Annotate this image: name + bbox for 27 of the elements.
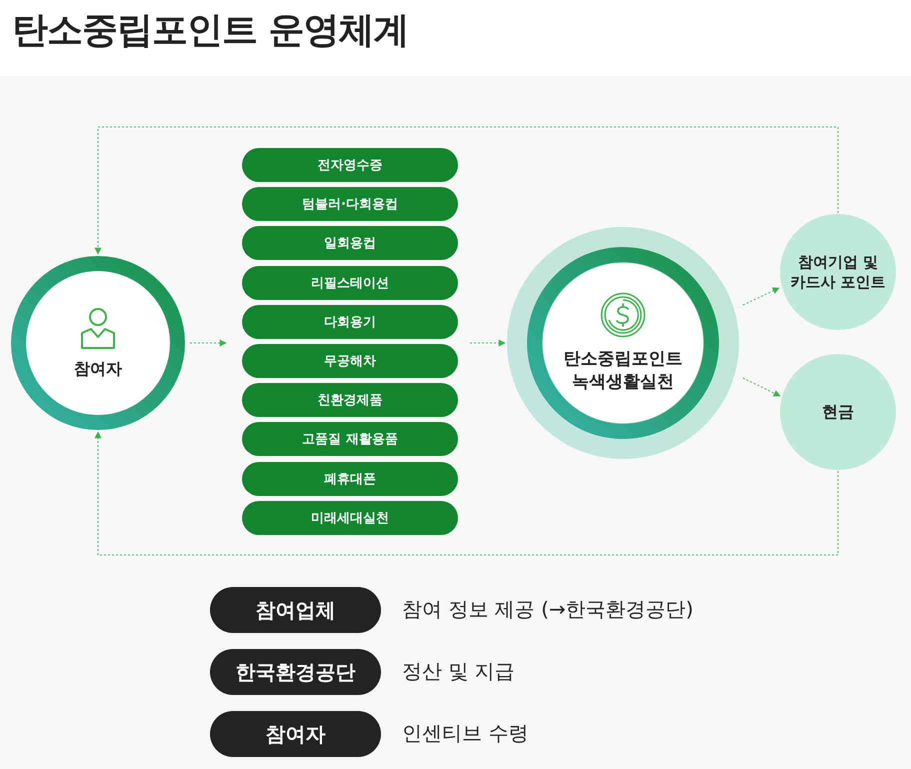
category-pill: 전자영수증 [242, 148, 458, 182]
arrow [742, 378, 781, 396]
category-pill: 고품질 재활용품 [242, 422, 458, 456]
arrow [94, 431, 838, 556]
role-pill: 참여자 [210, 711, 381, 757]
role-pill: 한국환경공단 [210, 649, 381, 695]
role-pill: 참여업체 [210, 587, 381, 633]
category-pill: 다회용기 [242, 304, 458, 339]
category-pill: 미래세대실천 [242, 500, 458, 535]
arrow [470, 340, 506, 346]
category-pill: 일회용컵 [242, 226, 458, 260]
circle-label: 탄소중립포인트 녹색생활실천 [562, 348, 684, 394]
description-text: 인센티브 수령 [402, 720, 528, 747]
category-pill: 텀블러·다회용컵 [242, 187, 458, 222]
category-pill: 리필스테이션 [242, 266, 458, 300]
page-title: 탄소중립포인트 운영체계 [12, 9, 409, 53]
circle-label: 참여자 [73, 358, 123, 380]
arrow [742, 288, 780, 306]
arrow [190, 340, 227, 346]
category-pill: 무공해차 [242, 344, 458, 378]
circle-label: 현금 [821, 401, 855, 423]
category-pill: 폐휴대폰 [242, 462, 458, 496]
description-text: 참여 정보 제공 (→한국환경공단) [402, 596, 694, 623]
arrow [94, 126, 838, 255]
description-text: 정산 및 지급 [402, 658, 515, 685]
category-pill: 친환경제품 [242, 383, 458, 418]
circle-label: 참여기업 및 카드사 포인트 [789, 252, 887, 292]
